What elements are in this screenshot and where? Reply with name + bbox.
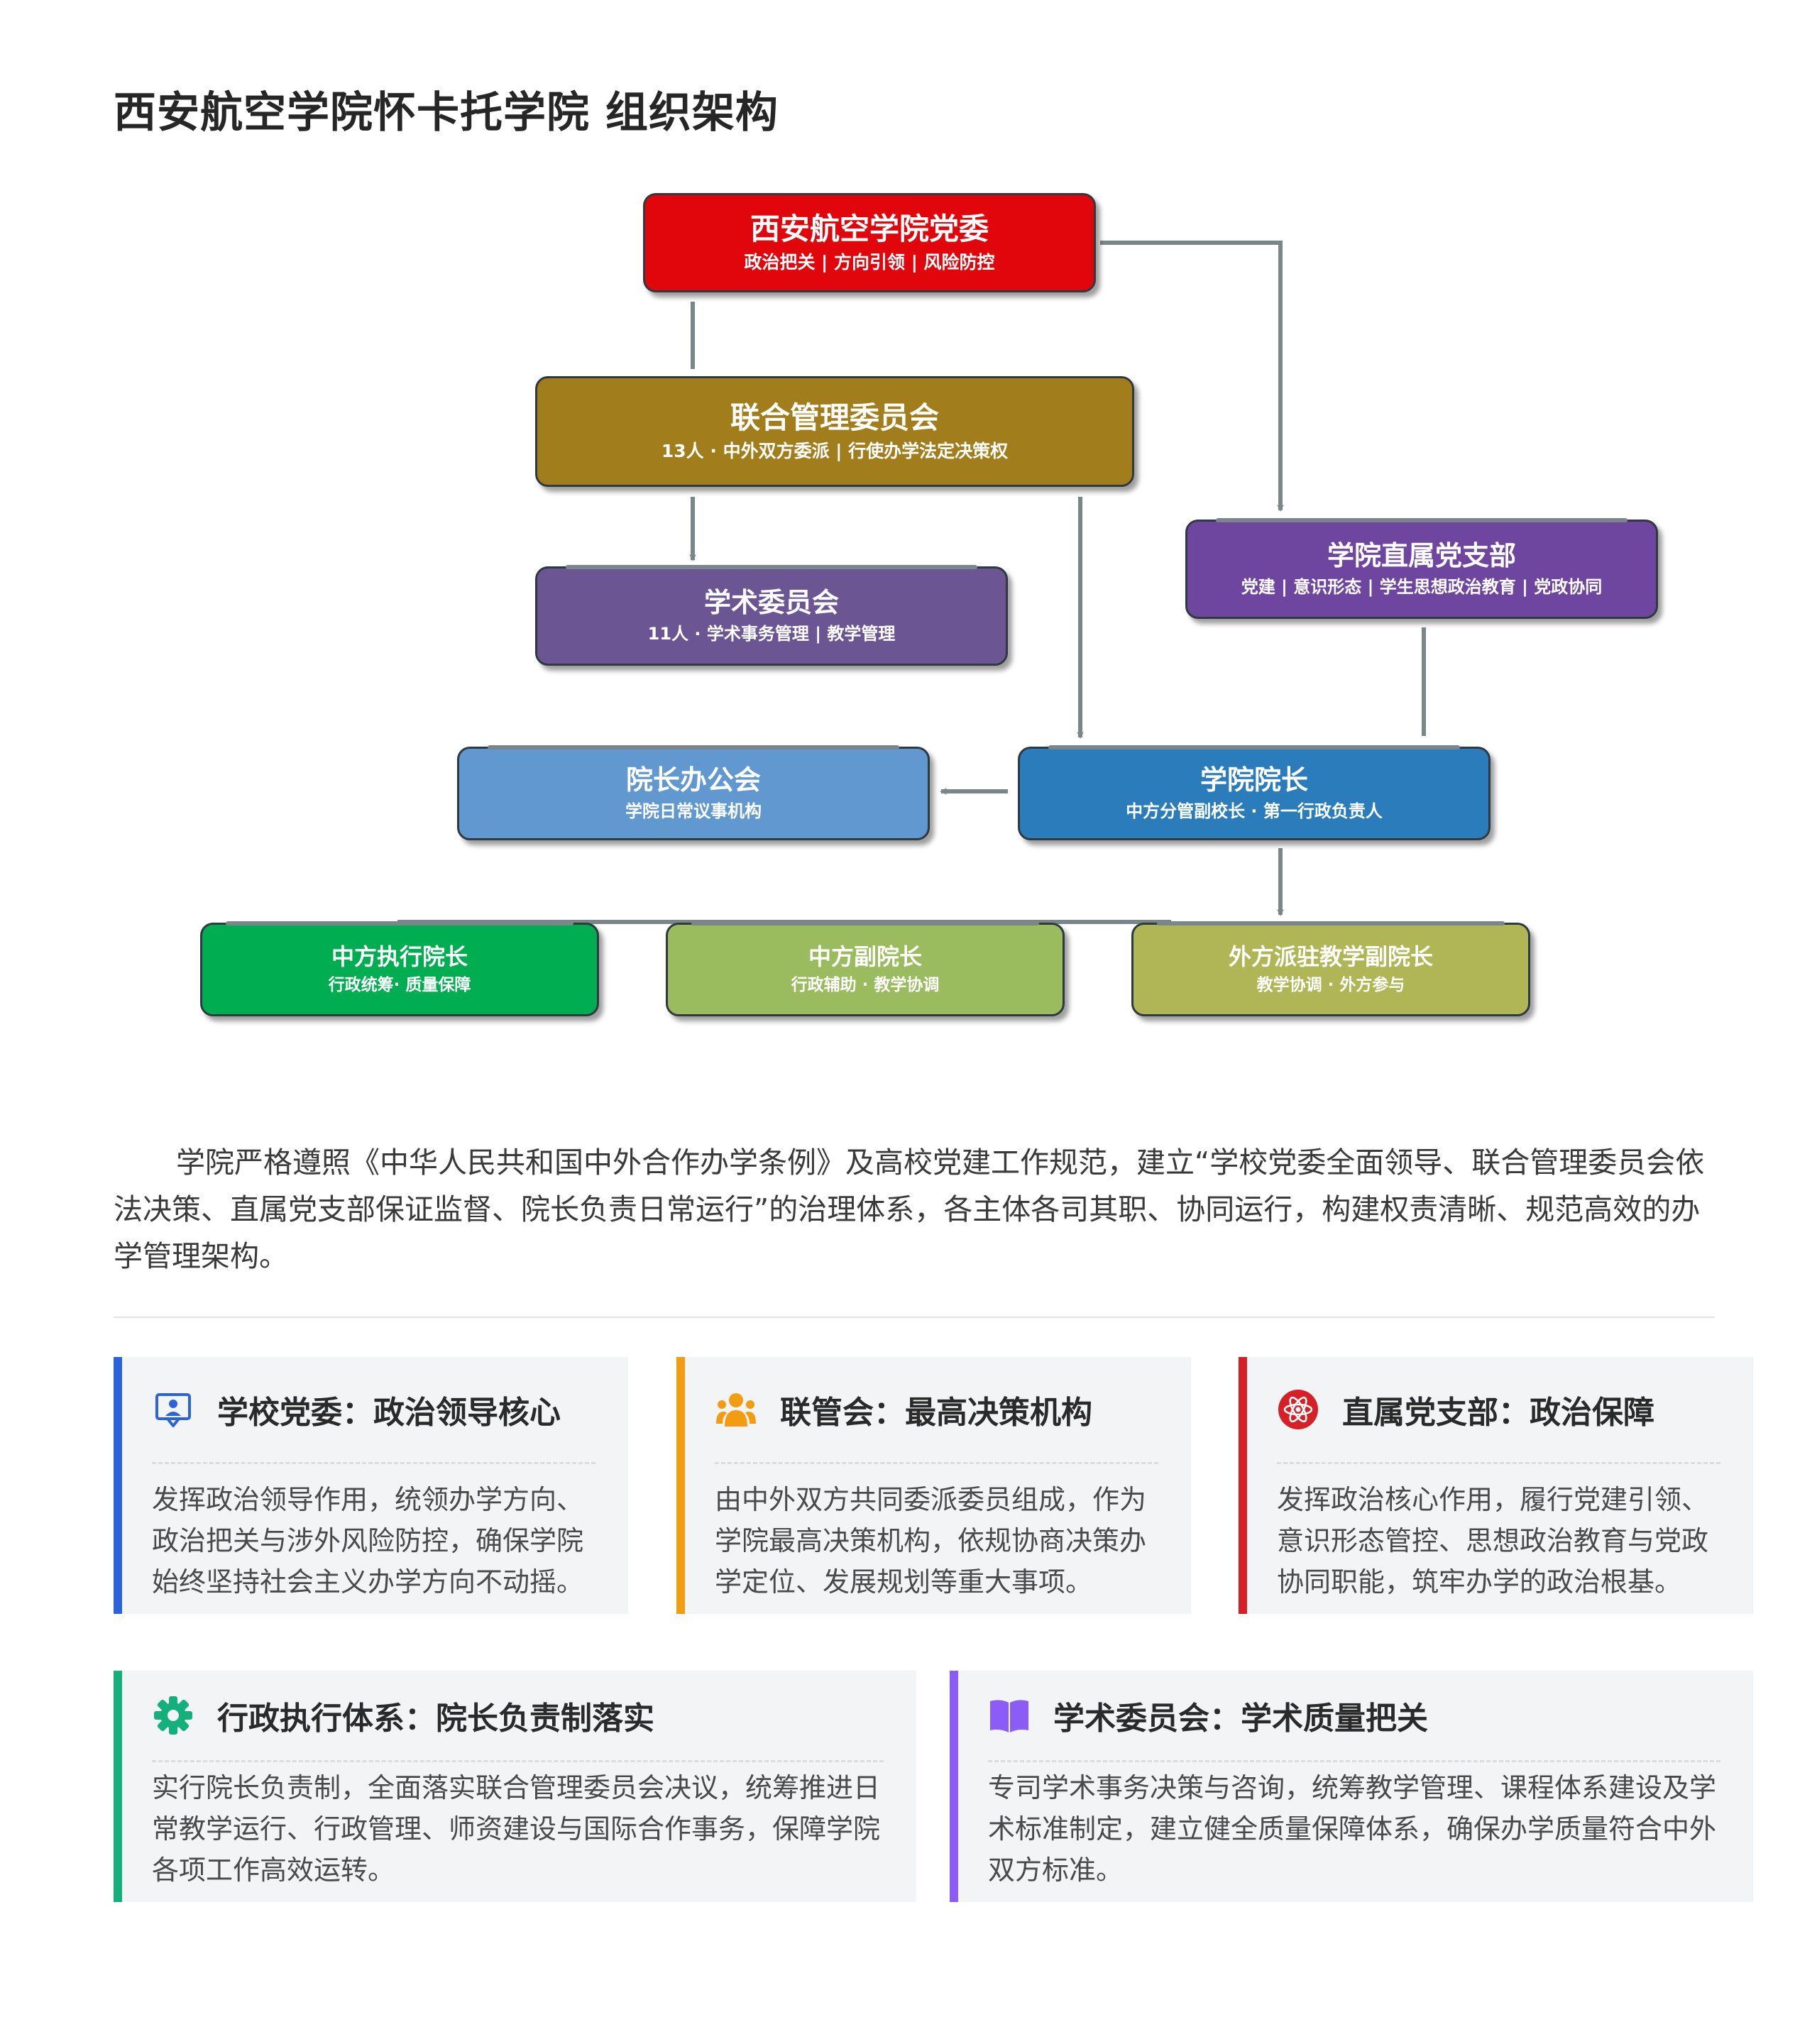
academic-committee-title: 学术委员会	[703, 586, 839, 618]
dean-subtitle: 中方分管副校长 · 第一行政负责人	[1126, 801, 1383, 822]
card-title: 学校党委：政治领导核心	[217, 1395, 561, 1431]
foreign-vice-dean-title: 外方派驻教学副院长	[1228, 943, 1433, 970]
card-party-committee: 学校党委：政治领导核心 发挥政治领导作用，统领办学方向、政治把关与涉外风险防控，…	[114, 1357, 628, 1614]
party-branch-title: 学院直属党支部	[1327, 539, 1516, 571]
node-ribbon	[487, 745, 900, 749]
dean-title: 学院院长	[1200, 764, 1308, 796]
party-committee-subtitle: 政治把关 | 方向引领 | 风险防控	[744, 252, 995, 273]
dean-office-node[interactable]: 院长办公会 学院日常议事机构	[457, 745, 930, 840]
exec-dean-title: 中方执行院长	[331, 943, 468, 970]
card-body: 由中外双方共同委派委员组成，作为学院最高决策机构，依规协商决策办学定位、发展规划…	[715, 1484, 1147, 1598]
exec-dean-subtitle: 行政统筹· 质量保障	[328, 975, 471, 994]
party-branch-node[interactable]: 学院直属党支部 党建 | 意识形态 | 学生思想政治教育 | 党政协同	[1185, 518, 1658, 619]
card-header: 行政执行体系：院长负责制落实	[152, 1671, 884, 1762]
party-branch-subtitle: 党建 | 意识形态 | 学生思想政治教育 | 党政协同	[1241, 577, 1603, 598]
vice-dean-title: 中方副院长	[808, 943, 922, 970]
card-body: 发挥政治领导作用，统领办学方向、政治把关与涉外风险防控，确保学院始终坚持社会主义…	[152, 1484, 584, 1598]
joint-committee-title: 联合管理委员会	[730, 400, 939, 435]
users-icon	[715, 1388, 757, 1431]
gear-icon	[152, 1694, 194, 1737]
card-header: 联管会：最高决策机构	[715, 1357, 1158, 1464]
presentation-user-icon	[152, 1388, 194, 1431]
academic-committee-subtitle: 11人 · 学术事务管理 | 教学管理	[647, 624, 896, 644]
card-body: 专司学术事务决策与咨询，统筹教学管理、课程体系建设及学术标准制定，建立健全质量保…	[988, 1772, 1717, 1886]
node-ribbon	[1157, 921, 1505, 925]
card-header: 学校党委：政治领导核心	[152, 1357, 595, 1464]
dean-office-title: 院长办公会	[625, 764, 761, 796]
node-ribbon	[565, 565, 978, 569]
card-title: 直属党支部：政治保障	[1342, 1395, 1654, 1431]
party-committee-node[interactable]: 西安航空学院党委 政治把关 | 方向引领 | 风险防控	[643, 193, 1096, 292]
card-admin-execution: 行政执行体系：院长负责制落实 实行院长负责制，全面落实联合管理委员会决议，统筹推…	[114, 1671, 916, 1902]
connector-party-to-branch	[1100, 241, 1284, 512]
card-body: 发挥政治核心作用，履行党建引领、意识形态管控、思想政治教育与党政协同职能，筑牢办…	[1277, 1484, 1709, 1598]
node-ribbon	[226, 921, 573, 925]
joint-committee-node[interactable]: 联合管理委员会 13人 · 中外双方委派 | 行使办学法定决策权	[535, 376, 1134, 487]
vice-dean-subtitle: 行政辅助 · 教学协调	[791, 975, 940, 994]
joint-committee-subtitle: 13人 · 中外双方委派 | 行使办学法定决策权	[661, 441, 1009, 462]
card-title: 学术委员会：学术质量把关	[1053, 1700, 1428, 1737]
atom-icon	[1277, 1388, 1319, 1431]
card-header: 学术委员会：学术质量把关	[988, 1671, 1720, 1762]
dean-node[interactable]: 学院院长 中方分管副校长 · 第一行政负责人	[1018, 745, 1491, 840]
node-ribbon	[1215, 518, 1628, 522]
section-divider	[114, 1317, 1715, 1318]
card-title: 联管会：最高决策机构	[780, 1395, 1092, 1431]
card-header: 直属党支部：政治保障	[1277, 1357, 1720, 1464]
exec-dean-node[interactable]: 中方执行院长 行政统筹· 质量保障	[200, 921, 599, 1016]
node-ribbon	[691, 921, 1039, 925]
node-ribbon	[1048, 745, 1461, 749]
party-committee-title: 西安航空学院党委	[750, 211, 989, 246]
book-icon	[988, 1694, 1031, 1737]
card-title: 行政执行体系：院长负责制落实	[217, 1700, 654, 1737]
card-academic-committee: 学术委员会：学术质量把关 专司学术事务决策与咨询，统筹教学管理、课程体系建设及学…	[950, 1671, 1753, 1902]
academic-committee-node[interactable]: 学术委员会 11人 · 学术事务管理 | 教学管理	[535, 565, 1008, 666]
page-title: 西安航空学院怀卡托学院 组织架构	[114, 88, 779, 138]
card-joint-committee: 联管会：最高决策机构 由中外双方共同委派委员组成，作为学院最高决策机构，依规协商…	[676, 1357, 1191, 1614]
intro-paragraph: 学院严格遵照《中华人民共和国中外合作办学条例》及高校党建工作规范，建立“学校党委…	[114, 1145, 1705, 1273]
dean-office-subtitle: 学院日常议事机构	[625, 801, 762, 822]
card-party-branch: 直属党支部：政治保障 发挥政治核心作用，履行党建引领、意识形态管控、思想政治教育…	[1239, 1357, 1753, 1614]
foreign-vice-dean-node[interactable]: 外方派驻教学副院长 教学协调 · 外方参与	[1131, 921, 1530, 1016]
vice-dean-node[interactable]: 中方副院长 行政辅助 · 教学协调	[666, 921, 1065, 1016]
foreign-vice-dean-subtitle: 教学协调 · 外方参与	[1256, 975, 1405, 994]
card-body: 实行院长负责制，全面落实联合管理委员会决议，统筹推进日常教学运行、行政管理、师资…	[152, 1772, 881, 1886]
